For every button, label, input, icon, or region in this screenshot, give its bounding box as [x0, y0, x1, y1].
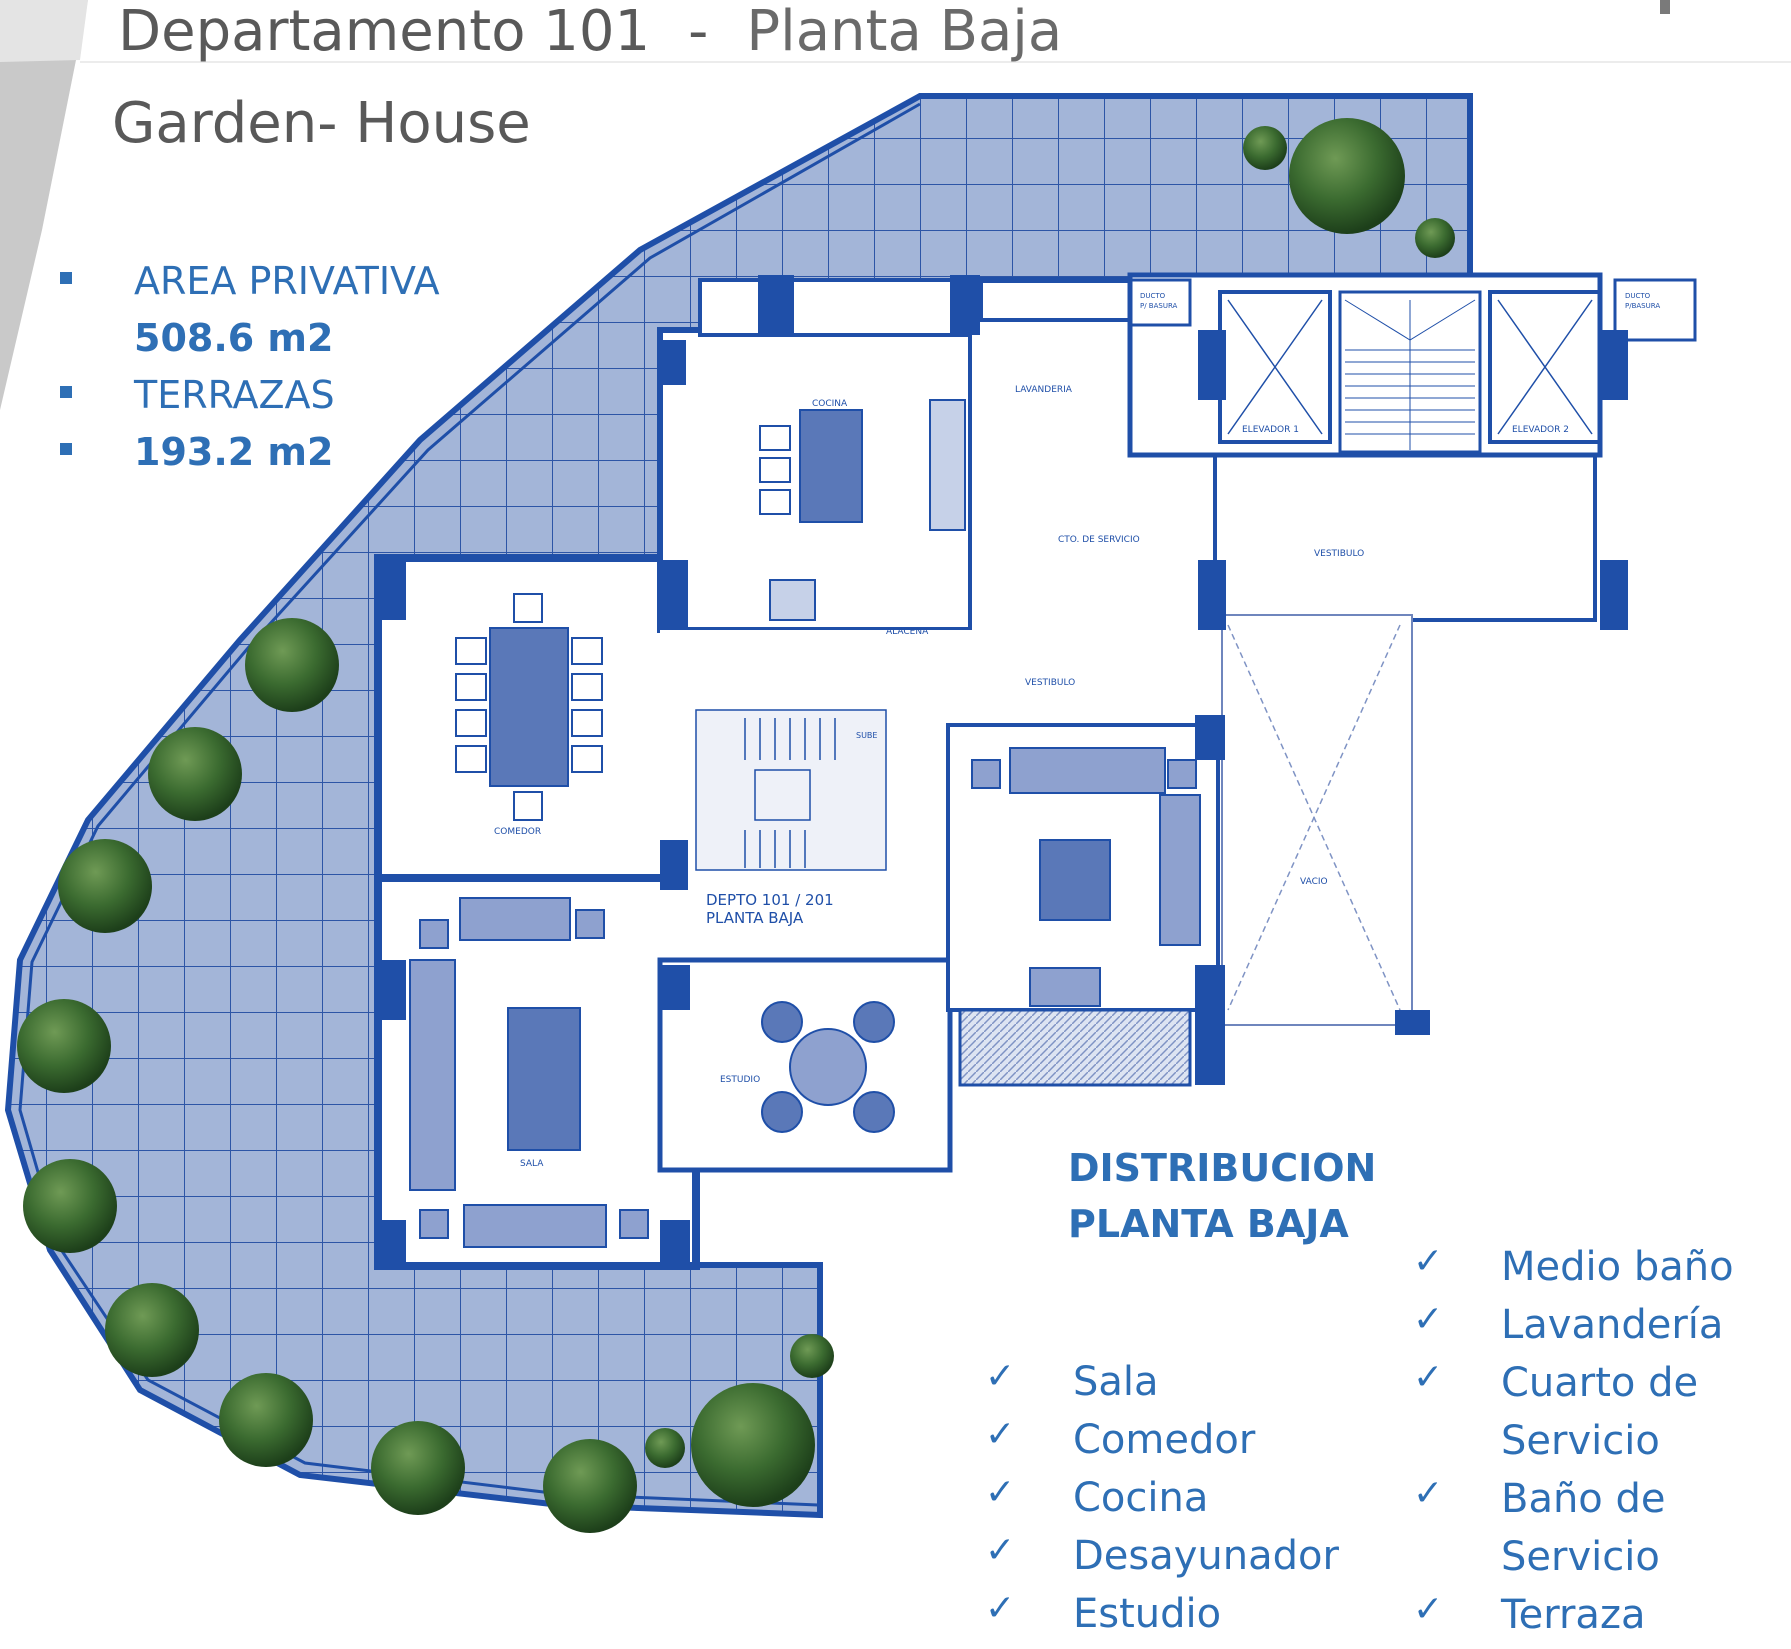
bullet-icon: [60, 386, 72, 398]
checkmark-icon: ✓: [1413, 1357, 1444, 1398]
checkmark-icon: ✓: [1413, 1299, 1444, 1340]
label-vacio: VACIO: [1300, 877, 1328, 887]
feature-label: Comedor: [1073, 1417, 1256, 1463]
feature-label: Sala: [1073, 1359, 1159, 1405]
dining-table: [455, 593, 603, 821]
checkmark-icon: ✓: [1413, 1589, 1444, 1630]
label-vestibulo: VESTIBULO: [1025, 678, 1075, 688]
checkmark-icon: ✓: [985, 1530, 1016, 1571]
distribution-title-line2: PLANTA BAJA: [1068, 1202, 1349, 1246]
kitchen-island: [759, 399, 966, 621]
checkmark-icon: ✓: [985, 1588, 1016, 1629]
living-furniture: [409, 897, 649, 1248]
title-separator: -: [688, 0, 709, 64]
feature-label: Baño de: [1501, 1476, 1666, 1522]
bullet-icon: [60, 272, 72, 284]
label-ducto-2b: P/BASURA: [1625, 302, 1660, 310]
feature-label: Medio baño: [1501, 1244, 1734, 1290]
checkmark-icon: ✓: [1413, 1241, 1444, 1282]
feature-label-cont: Servicio: [1501, 1418, 1660, 1464]
trees: [17, 118, 1455, 1533]
label-elevador-1: ELEVADOR 1: [1242, 425, 1299, 435]
label-vestibulo-core: VESTIBULO: [1314, 549, 1364, 559]
void-area: [1227, 624, 1401, 1011]
label-cocina: COCINA: [812, 399, 848, 409]
feature-label: Lavandería: [1501, 1302, 1724, 1348]
checkmark-icon: ✓: [1413, 1473, 1444, 1514]
unit-title: Departamento 101: [118, 0, 651, 64]
stairs: [695, 709, 887, 871]
checkmark-icon: ✓: [985, 1414, 1016, 1455]
checkmark-icon: ✓: [985, 1356, 1016, 1397]
label-sube: SUBE: [856, 731, 877, 740]
distribution-title-line1: DISTRIBUCION: [1068, 1146, 1377, 1190]
label-comedor: COMEDOR: [494, 827, 541, 837]
feature-label: Cocina: [1073, 1475, 1209, 1521]
feature-label: Cuarto de: [1501, 1360, 1699, 1406]
feature-label: Desayunador: [1073, 1533, 1339, 1579]
label-sala: SALA: [520, 1159, 544, 1169]
feature-label: Estudio: [1073, 1591, 1222, 1637]
label-ducto-1a: DUCTO: [1140, 292, 1166, 300]
bullet-icon: [60, 443, 72, 455]
label-estudio: ESTUDIO: [720, 1075, 760, 1085]
label-elevador-2: ELEVADOR 2: [1512, 425, 1569, 435]
structural-columns: [378, 275, 1628, 1266]
floor-label: Planta Baja: [746, 0, 1063, 64]
label-depto: DEPTO 101 / 201: [706, 891, 834, 909]
distribution-title: DISTRIBUCION PLANTA BAJA: [1068, 1140, 1376, 1252]
stat-area-label: AREA PRIVATIVA: [134, 259, 440, 303]
label-ducto-2a: DUCTO: [1625, 292, 1651, 300]
label-cto-servicio: CTO. DE SERVICIO: [1058, 535, 1140, 545]
label-alacena: ALACENA: [886, 627, 929, 637]
feature-label: Terraza: [1501, 1592, 1646, 1638]
decorative-slab: [0, 0, 88, 410]
subtitle: Garden- House: [112, 91, 531, 156]
label-lavanderia: LAVANDERIA: [1015, 385, 1073, 395]
feature-label-cont: Servicio: [1501, 1534, 1660, 1580]
study-table: [761, 1001, 895, 1133]
unit-title-line: Departamento 101-Planta Baja: [118, 0, 1062, 64]
stat-terrace-value: 193.2 m2: [134, 430, 334, 474]
stat-terrace-label: TERRAZAS: [134, 373, 335, 417]
family-furniture: [971, 747, 1201, 1007]
stat-area-value: 508.6 m2: [134, 316, 334, 360]
label-ducto-1b: P/ BASURA: [1140, 302, 1178, 310]
label-planta-baja: PLANTA BAJA: [706, 909, 804, 927]
checkmark-icon: ✓: [985, 1472, 1016, 1513]
